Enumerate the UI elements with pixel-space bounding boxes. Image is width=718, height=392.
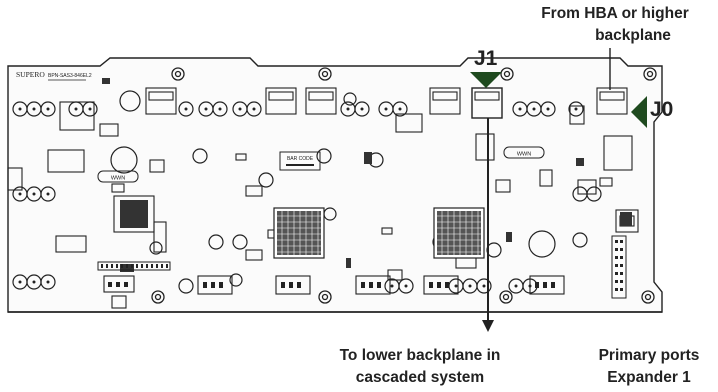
j1-label: J1 [474, 47, 498, 70]
to-lower-label: To lower backplane in cascaded system [300, 345, 540, 389]
wwn-box-right [503, 146, 545, 159]
power-connectors [103, 275, 565, 295]
from-hba-line2: backplane [595, 27, 671, 44]
pin-header-long [97, 261, 171, 271]
sas-connectors [145, 87, 628, 115]
j0-marker [631, 96, 647, 128]
barcode-label: BAR CODE [287, 156, 314, 162]
to-lower-line1: To lower backplane in [339, 347, 501, 364]
cascade-arrow-head [482, 320, 494, 332]
from-hba-label: From HBA or higher backplane [512, 3, 718, 47]
power-connector-pins [108, 282, 555, 288]
supermicro-logo: SUPERO [16, 70, 45, 79]
mounting-holes [151, 67, 657, 304]
j0-label: J0 [650, 98, 674, 121]
expander-chip-right [433, 207, 485, 259]
primary-ports-label: Primary ports Expander 1 [580, 345, 718, 389]
connector-j1-inner [474, 91, 500, 101]
pin-header-vertical [611, 235, 627, 299]
wwn-box-left [97, 170, 139, 183]
j1-marker [470, 72, 502, 88]
model-label: BPN-SAS3-846EL2 [48, 73, 92, 79]
from-hba-line1: From HBA or higher [541, 5, 689, 22]
board-outline [7, 57, 663, 313]
to-lower-line2: cascaded system [355, 369, 485, 386]
expander-chip-left [273, 207, 325, 259]
primary-line2: Expander 1 [607, 369, 691, 386]
capacitor-dots [18, 107, 578, 288]
wwn-label-left: WWN [111, 176, 125, 182]
wwn-label-right: WWN [517, 152, 531, 158]
barcode-box [279, 151, 321, 171]
primary-line1: Primary ports [598, 347, 700, 364]
